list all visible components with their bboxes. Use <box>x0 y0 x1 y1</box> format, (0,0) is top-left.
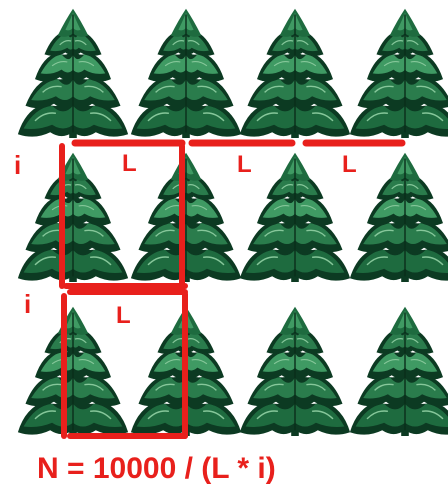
tree-grid <box>18 9 448 436</box>
label-l-4: L <box>116 302 131 329</box>
fir-tree-icon <box>350 153 448 282</box>
fir-tree-icon <box>18 307 128 436</box>
label-l-1: L <box>122 150 137 177</box>
density-formula: N = 10000 / (L * i) <box>37 452 276 485</box>
fir-tree-icon <box>350 307 448 436</box>
fir-tree-icon <box>131 9 241 138</box>
label-l-2: L <box>237 151 252 178</box>
fir-tree-icon <box>18 153 128 282</box>
label-l-3: L <box>342 151 357 178</box>
fir-tree-icon <box>240 153 350 282</box>
fir-tree-icon <box>240 9 350 138</box>
label-i-row-1: i <box>14 150 21 180</box>
fir-tree-icon <box>18 9 128 138</box>
label-i-row-2: i <box>24 289 31 319</box>
fir-tree-icon <box>240 307 350 436</box>
fir-tree-icon <box>350 9 448 138</box>
fir-tree-icon <box>131 153 241 282</box>
